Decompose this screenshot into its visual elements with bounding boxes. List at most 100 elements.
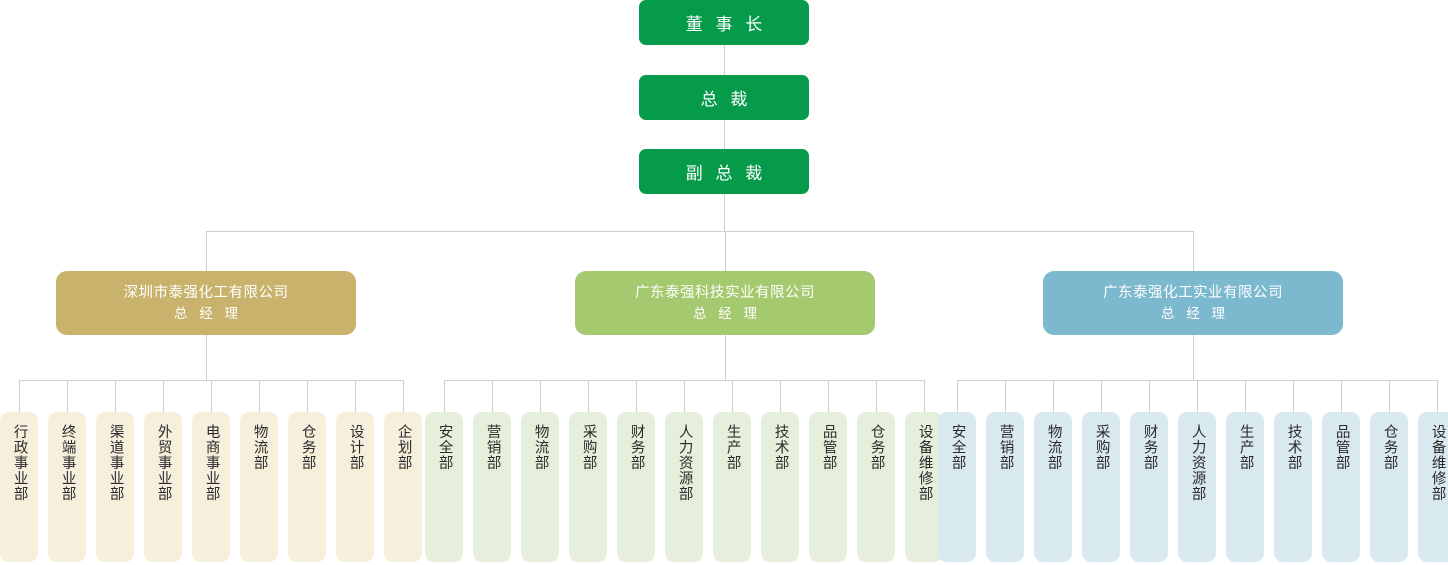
division-box-guangdong-taiqiang-technology[interactable]: 广东泰强科技实业有限公司总 经 理 [575, 271, 875, 335]
connector-dept-stem-1-10 [924, 380, 925, 412]
department-box-guangdong-taiqiang-chemical-4[interactable]: 财务部 [1130, 412, 1168, 562]
department-box-guangdong-taiqiang-technology-4[interactable]: 财务部 [617, 412, 655, 562]
exec-label-president: 总 裁 [700, 90, 752, 109]
connector-dept-stem-0-4 [211, 380, 212, 412]
department-box-guangdong-taiqiang-technology-7[interactable]: 技术部 [761, 412, 799, 562]
exec-box-vice-president[interactable]: 副 总 裁 [639, 149, 809, 194]
department-box-guangdong-taiqiang-chemical-1[interactable]: 营销部 [986, 412, 1024, 562]
department-box-shenzhen-taiqiang-chemical-0[interactable]: 行政事业部 [0, 412, 38, 562]
connector-dept-stem-1-1 [492, 380, 493, 412]
department-box-guangdong-taiqiang-technology-0[interactable]: 安全部 [425, 412, 463, 562]
department-label-guangdong-taiqiang-chemical-3: 采购部 [1093, 424, 1110, 471]
department-box-guangdong-taiqiang-chemical-8[interactable]: 品管部 [1322, 412, 1360, 562]
connector-dept-stem-2-3 [1101, 380, 1102, 412]
division-box-shenzhen-taiqiang-chemical[interactable]: 深圳市泰强化工有限公司总 经 理 [56, 271, 356, 335]
department-box-shenzhen-taiqiang-chemical-3[interactable]: 外贸事业部 [144, 412, 182, 562]
department-label-shenzhen-taiqiang-chemical-3: 外贸事业部 [155, 424, 172, 502]
connector-dept-stem-0-5 [259, 380, 260, 412]
connector-division-down-0 [206, 335, 207, 380]
department-label-guangdong-taiqiang-chemical-8: 品管部 [1333, 424, 1350, 471]
connector-division-down-2 [1193, 335, 1194, 380]
connector-dept-stem-2-8 [1341, 380, 1342, 412]
department-label-guangdong-taiqiang-chemical-0: 安全部 [949, 424, 966, 471]
department-label-shenzhen-taiqiang-chemical-5: 物流部 [251, 424, 268, 471]
department-box-guangdong-taiqiang-chemical-6[interactable]: 生产部 [1226, 412, 1264, 562]
department-label-guangdong-taiqiang-technology-9: 仓务部 [868, 424, 885, 471]
department-label-guangdong-taiqiang-technology-2: 物流部 [532, 424, 549, 471]
connector-dept-stem-1-2 [540, 380, 541, 412]
exec-box-chairman[interactable]: 董 事 长 [639, 0, 809, 45]
department-label-guangdong-taiqiang-technology-0: 安全部 [436, 424, 453, 471]
connector-vp-stem [724, 194, 725, 231]
department-box-shenzhen-taiqiang-chemical-6[interactable]: 仓务部 [288, 412, 326, 562]
department-box-guangdong-taiqiang-chemical-5[interactable]: 人力资源部 [1178, 412, 1216, 562]
department-label-guangdong-taiqiang-technology-6: 生产部 [724, 424, 741, 471]
department-label-guangdong-taiqiang-technology-7: 技术部 [772, 424, 789, 471]
department-box-shenzhen-taiqiang-chemical-2[interactable]: 渠道事业部 [96, 412, 134, 562]
exec-box-president[interactable]: 总 裁 [639, 75, 809, 120]
department-box-shenzhen-taiqiang-chemical-8[interactable]: 企划部 [384, 412, 422, 562]
department-box-guangdong-taiqiang-technology-3[interactable]: 采购部 [569, 412, 607, 562]
connector-dept-stem-0-1 [67, 380, 68, 412]
department-label-shenzhen-taiqiang-chemical-1: 终端事业部 [59, 424, 76, 502]
connector-dept-stem-1-0 [444, 380, 445, 412]
department-label-guangdong-taiqiang-chemical-10: 设备维修部 [1429, 424, 1446, 502]
department-box-guangdong-taiqiang-chemical-0[interactable]: 安全部 [938, 412, 976, 562]
connector-division-down-1 [725, 335, 726, 380]
connector-dept-stem-2-2 [1053, 380, 1054, 412]
division-box-guangdong-taiqiang-chemical[interactable]: 广东泰强化工实业有限公司总 经 理 [1043, 271, 1343, 335]
division-company-guangdong-taiqiang-chemical: 广东泰强化工实业有限公司 [1103, 284, 1283, 301]
connector-dept-stem-2-6 [1245, 380, 1246, 412]
department-box-guangdong-taiqiang-chemical-9[interactable]: 仓务部 [1370, 412, 1408, 562]
connector-dept-stem-1-8 [828, 380, 829, 412]
department-label-guangdong-taiqiang-technology-8: 品管部 [820, 424, 837, 471]
connector-division-stem-2 [1193, 231, 1194, 271]
connector-dept-stem-0-2 [115, 380, 116, 412]
department-box-shenzhen-taiqiang-chemical-5[interactable]: 物流部 [240, 412, 278, 562]
department-box-guangdong-taiqiang-technology-8[interactable]: 品管部 [809, 412, 847, 562]
department-box-shenzhen-taiqiang-chemical-4[interactable]: 电商事业部 [192, 412, 230, 562]
connector-dept-stem-1-6 [732, 380, 733, 412]
connector-dept-stem-2-1 [1005, 380, 1006, 412]
department-label-shenzhen-taiqiang-chemical-0: 行政事业部 [11, 424, 28, 502]
connector-dept-stem-2-9 [1389, 380, 1390, 412]
department-box-guangdong-taiqiang-chemical-3[interactable]: 采购部 [1082, 412, 1120, 562]
connector-dept-stem-0-6 [307, 380, 308, 412]
department-box-guangdong-taiqiang-chemical-2[interactable]: 物流部 [1034, 412, 1072, 562]
division-company-guangdong-taiqiang-technology: 广东泰强科技实业有限公司 [635, 284, 815, 301]
department-label-guangdong-taiqiang-chemical-7: 技术部 [1285, 424, 1302, 471]
department-box-guangdong-taiqiang-technology-9[interactable]: 仓务部 [857, 412, 895, 562]
department-label-guangdong-taiqiang-technology-5: 人力资源部 [676, 424, 693, 502]
department-box-guangdong-taiqiang-technology-10[interactable]: 设备维修部 [905, 412, 943, 562]
connector-dept-stem-1-4 [636, 380, 637, 412]
department-label-guangdong-taiqiang-technology-3: 采购部 [580, 424, 597, 471]
department-box-guangdong-taiqiang-chemical-10[interactable]: 设备维修部 [1418, 412, 1448, 562]
department-box-shenzhen-taiqiang-chemical-7[interactable]: 设计部 [336, 412, 374, 562]
department-label-guangdong-taiqiang-chemical-4: 财务部 [1141, 424, 1158, 471]
connector-dept-stem-0-7 [355, 380, 356, 412]
connector-dept-stem-2-7 [1293, 380, 1294, 412]
department-box-shenzhen-taiqiang-chemical-1[interactable]: 终端事业部 [48, 412, 86, 562]
department-box-guangdong-taiqiang-technology-5[interactable]: 人力资源部 [665, 412, 703, 562]
connector-division-stem-0 [206, 231, 207, 271]
connector-dept-stem-0-8 [403, 380, 404, 412]
exec-label-vice-president: 副 总 裁 [685, 164, 767, 183]
division-company-shenzhen-taiqiang-chemical: 深圳市泰强化工有限公司 [123, 284, 289, 301]
department-label-guangdong-taiqiang-chemical-2: 物流部 [1045, 424, 1062, 471]
department-box-guangdong-taiqiang-technology-1[interactable]: 营销部 [473, 412, 511, 562]
department-box-guangdong-taiqiang-chemical-7[interactable]: 技术部 [1274, 412, 1312, 562]
connector-exec-0 [724, 45, 725, 75]
department-box-guangdong-taiqiang-technology-6[interactable]: 生产部 [713, 412, 751, 562]
department-box-guangdong-taiqiang-technology-2[interactable]: 物流部 [521, 412, 559, 562]
exec-label-chairman: 董 事 长 [685, 15, 767, 34]
connector-dept-stem-1-5 [684, 380, 685, 412]
department-label-shenzhen-taiqiang-chemical-8: 企划部 [395, 424, 412, 471]
connector-dept-stem-0-3 [163, 380, 164, 412]
connector-dept-stem-0-0 [19, 380, 20, 412]
department-label-guangdong-taiqiang-technology-4: 财务部 [628, 424, 645, 471]
connector-dept-stem-2-10 [1437, 380, 1438, 412]
connector-division-stem-1 [725, 231, 726, 271]
department-label-shenzhen-taiqiang-chemical-6: 仓务部 [299, 424, 316, 471]
connector-dept-stem-1-9 [876, 380, 877, 412]
